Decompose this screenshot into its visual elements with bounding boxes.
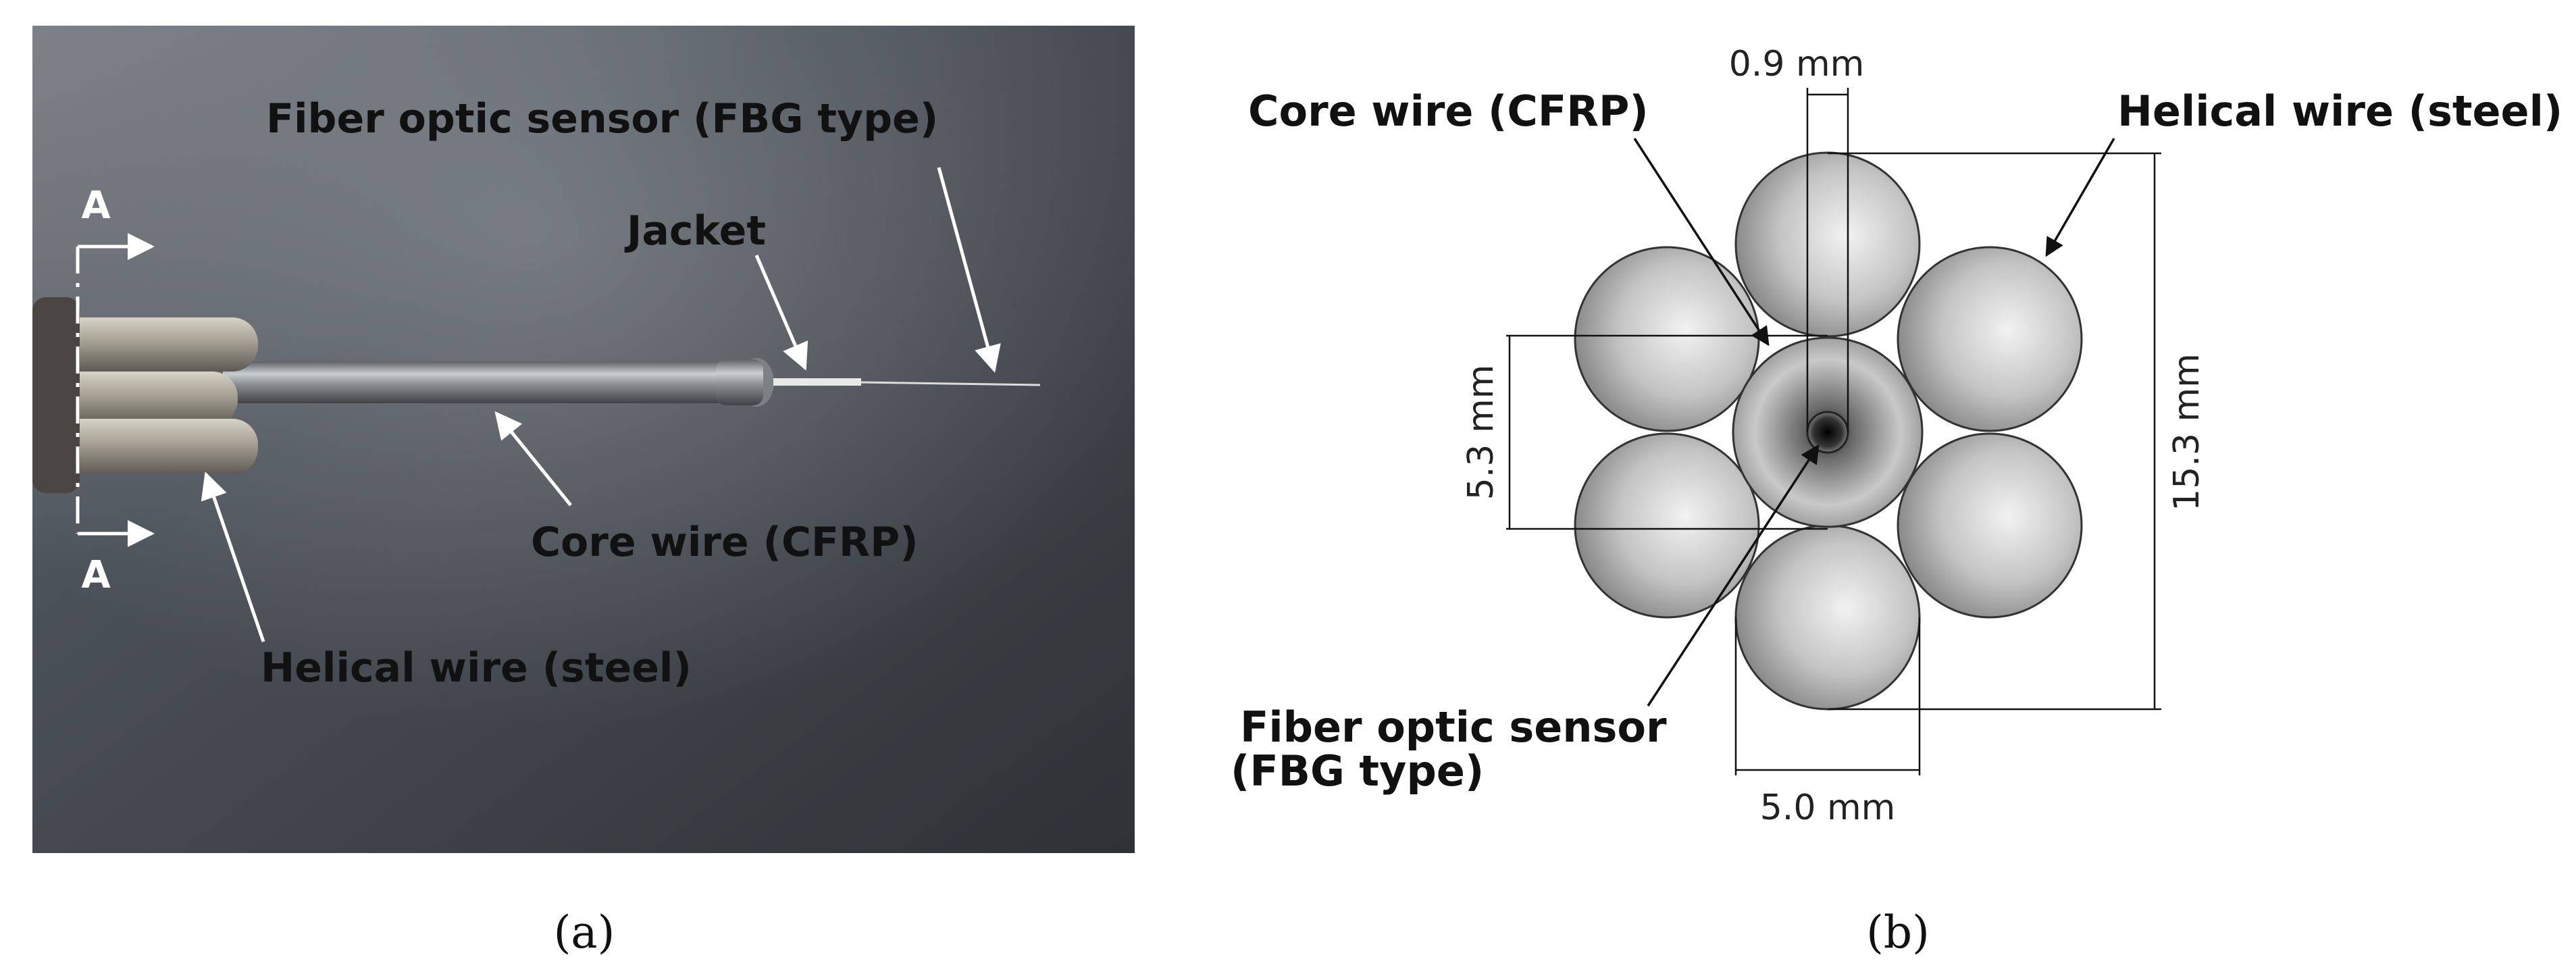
core-rod [223, 358, 774, 407]
section-line [76, 233, 155, 547]
dim-fiber [1806, 88, 1849, 432]
label-core-wire-b: Core wire (CFRP) [1248, 86, 1649, 136]
jacket [773, 378, 861, 386]
panel-b-cross-section: 0.9 mm 5.3 mm 15.3 mm 5.0 mm Core wire (… [1231, 44, 2562, 828]
dim-core-text: 5.3 mm [1461, 365, 1501, 500]
dim-helical [1734, 617, 1921, 775]
label-fiber-optic-sensor-b-line2: (FBG type) [1231, 746, 1484, 796]
dim-outer-text: 15.3 mm [2167, 353, 2207, 511]
label-core-wire: Core wire (CFRP) [531, 519, 919, 566]
label-helical-wire: Helical wire (steel) [261, 644, 692, 692]
helical-wire-lower-right [1897, 432, 2083, 619]
leader-core [494, 411, 572, 507]
leader-sensor [937, 167, 1001, 373]
dim-helical-text: 5.0 mm [1760, 788, 1896, 828]
leader-core-b [1633, 138, 1770, 346]
helical-wire-top [1734, 151, 1921, 338]
fiber-strand [860, 381, 1041, 386]
fiber-circle [1806, 411, 1849, 454]
caption-a: (a) [554, 906, 615, 958]
section-mark-bottom: A [81, 553, 111, 597]
label-fiber-optic-sensor-b-line1: Fiber optic sensor [1240, 702, 1667, 752]
label-fiber-optic-sensor: Fiber optic sensor (FBG type) [266, 95, 938, 143]
helical-wire-upper-right [1897, 246, 2083, 432]
dim-fiber-text: 0.9 mm [1729, 44, 1865, 84]
section-mark-top: A [81, 184, 111, 228]
caption-b: (b) [1866, 906, 1930, 958]
leader-jacket [754, 255, 808, 371]
label-jacket: Jacket [624, 207, 766, 255]
leader-helical [201, 471, 265, 642]
leader-helical-b [2045, 138, 2115, 257]
helical-wire-bottom [1734, 524, 1921, 711]
panel-a-photo: A A Fiber optic sensor (FBG type) Jacket… [32, 26, 1135, 853]
leader-sensor-b [1647, 444, 1820, 707]
label-helical-wire-b: Helical wire (steel) [2117, 86, 2562, 136]
helical-wire-upper-left [1574, 246, 1760, 432]
dim-core [1506, 334, 1828, 530]
helical-wire-lower-left [1574, 432, 1760, 619]
helical-wires [32, 297, 258, 493]
